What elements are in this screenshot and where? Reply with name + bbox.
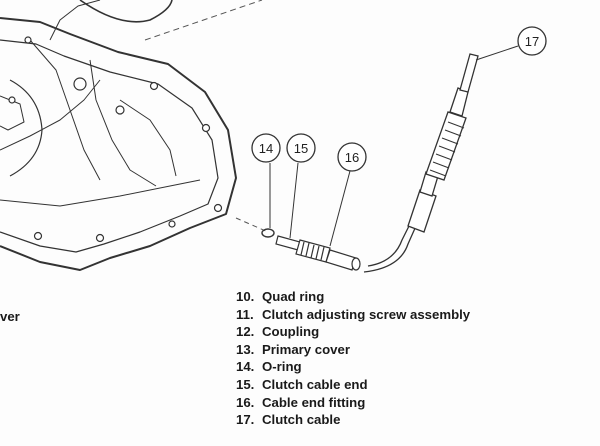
cover-bolt-holes bbox=[8, 36, 223, 243]
cable-end-fitting-assembly bbox=[275, 235, 361, 271]
legend-item-15: 15.Clutch cable end bbox=[236, 376, 368, 392]
legend-item-13: 13.Primary cover bbox=[236, 341, 350, 357]
legend-item-11: 11.Clutch adjusting screw assembly bbox=[236, 306, 471, 322]
legend-item-16: 16.Cable end fitting bbox=[236, 394, 366, 410]
legend-item-14: 14.O-ring bbox=[236, 359, 302, 375]
callout-14: 14 bbox=[251, 133, 281, 163]
svg-text:15: 15 bbox=[294, 141, 308, 156]
parts-legend: 10.Quad ring 11.Clutch adjusting screw a… bbox=[236, 288, 470, 429]
callout-leaders bbox=[269, 45, 519, 247]
svg-text:17: 17 bbox=[525, 34, 539, 49]
legend-item-12: 12.Coupling bbox=[236, 324, 320, 340]
clutch-cable-part bbox=[363, 53, 479, 273]
gasket-ring-fragment bbox=[79, 0, 173, 23]
legend-item-10: 10.Quad ring bbox=[236, 289, 325, 304]
assembly-dash-line bbox=[144, 0, 263, 41]
primary-cover-housing bbox=[0, 0, 237, 271]
o-ring-part bbox=[261, 228, 275, 238]
callout-15: 15 bbox=[286, 133, 316, 163]
legend-item-17: 17.Clutch cable bbox=[236, 412, 341, 428]
svg-text:16: 16 bbox=[345, 150, 359, 165]
callout-17: 17 bbox=[517, 26, 547, 56]
assembly-dash-line-lower bbox=[235, 217, 269, 233]
svg-text:14: 14 bbox=[259, 141, 273, 156]
callout-16: 16 bbox=[337, 142, 367, 172]
cropped-legend-fragment: ver bbox=[0, 309, 20, 324]
